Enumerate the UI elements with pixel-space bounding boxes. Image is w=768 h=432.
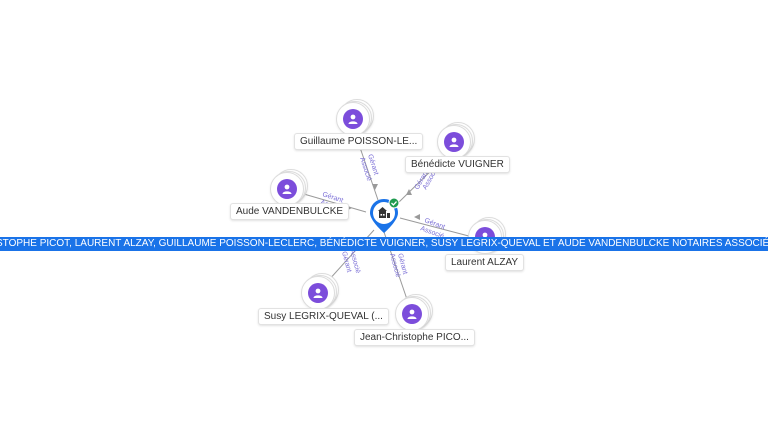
company-node[interactable] [368,197,400,235]
location-pin-icon [370,197,400,233]
person-node-jean-christophe[interactable] [395,294,433,333]
building-icon [378,207,390,218]
person-node-guillaume[interactable] [336,99,374,138]
person-icon [343,109,363,129]
arrow-laurent [414,214,420,220]
check-icon [388,197,400,209]
person-label-susy[interactable]: Susy LEGRIX-QUEVAL (... [258,308,389,325]
person-icon [277,179,297,199]
company-name-banner[interactable]: JEAN-CHRISTOPHE PICOT, LAURENT ALZAY, GU… [0,237,768,251]
person-icon [402,304,422,324]
person-node-susy[interactable] [301,273,339,312]
person-label-jean-christophe[interactable]: Jean-Christophe PICO... [354,329,475,346]
person-label-aude[interactable]: Aude VANDENBULCKE [230,203,350,220]
company-name: JEAN-CHRISTOPHE PICOT, LAURENT ALZAY, GU… [0,238,768,249]
person-icon [308,283,328,303]
person-label-guillaume[interactable]: Guillaume POISSON-LE... [294,133,424,150]
person-icon [444,132,464,152]
person-node-benedicte[interactable] [437,122,475,161]
arrow-guillaume [372,184,378,190]
person-node-aude[interactable] [270,169,308,208]
person-label-benedicte[interactable]: Bénédicte VUIGNER [405,156,510,173]
person-label-laurent[interactable]: Laurent ALZAY [445,254,525,271]
arrow-benedicte [406,189,412,195]
